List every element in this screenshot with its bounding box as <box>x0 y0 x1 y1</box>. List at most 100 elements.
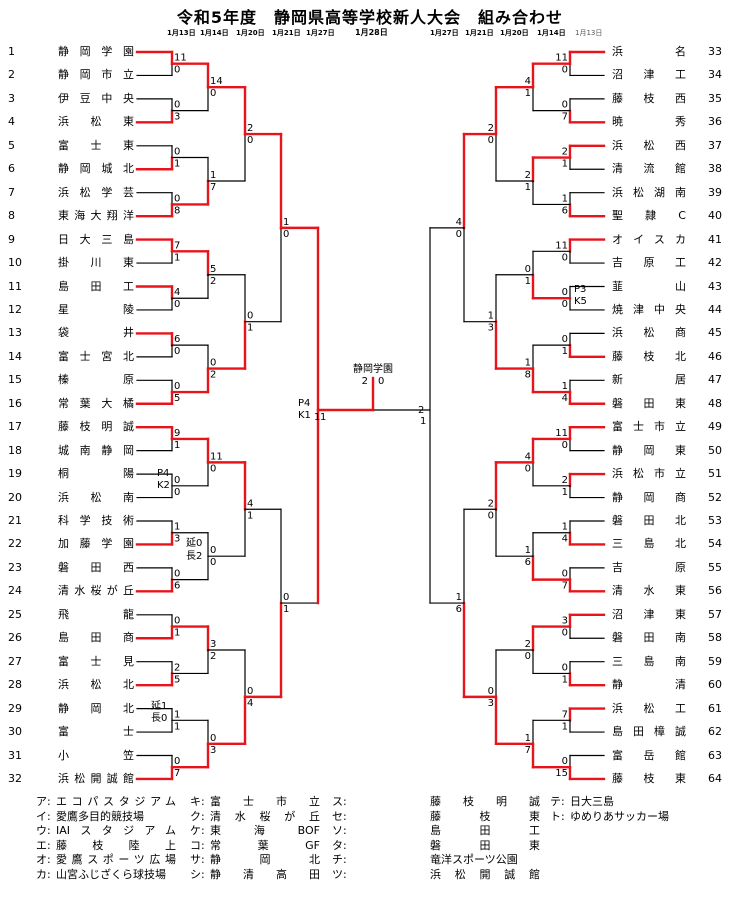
team-number: 2 <box>8 68 15 82</box>
right-score: 1 <box>525 733 531 744</box>
venue-code: サ: <box>190 853 205 867</box>
left-score: 0 <box>174 346 180 357</box>
team-name: 島田工 <box>58 279 134 293</box>
team-name: 浜松工 <box>612 701 686 715</box>
team-name: 吉原工 <box>612 256 686 270</box>
venue-name: 浜松開誠館 <box>430 868 540 881</box>
team-name: 城南静岡 <box>58 443 134 457</box>
team-name: 浜松東 <box>58 115 134 129</box>
pk-annotation: K2 <box>157 480 170 491</box>
team-number: 50 <box>708 443 722 457</box>
left-score: 1 <box>174 721 180 732</box>
venue-code: チ: <box>332 853 347 867</box>
team-number: 29 <box>8 701 22 715</box>
venue-name: 富士市立 <box>210 795 320 808</box>
team-number: 19 <box>8 467 22 481</box>
team-number: 36 <box>708 115 722 129</box>
team-name: 浜松湖南 <box>612 185 686 199</box>
page-title: 令和5年度 静岡県高等学校新人大会 組み合わせ <box>176 8 564 27</box>
right-score: 1 <box>456 592 462 603</box>
right-score: 0 <box>562 756 568 767</box>
team-name: 清水東 <box>612 584 686 598</box>
team-number: 33 <box>708 45 722 58</box>
team-name: 桐陽 <box>58 467 134 481</box>
team-name: 星陵 <box>58 302 134 316</box>
venue-code: ス: <box>332 795 347 808</box>
right-score: 0 <box>525 264 531 275</box>
date-left-r2: 1月14日 <box>200 29 229 37</box>
extra-time-annotation: 長0 <box>151 712 167 724</box>
team-name: 韮山 <box>612 279 686 293</box>
date-left-r4: 1月21日 <box>272 29 301 37</box>
left-score: 0 <box>174 65 180 76</box>
team-name: 沼津東 <box>612 607 686 621</box>
venue-name: 磐田東 <box>430 838 540 852</box>
team-number: 53 <box>708 514 722 527</box>
right-score: 7 <box>525 745 531 756</box>
team-name: 磐田南 <box>612 631 686 645</box>
right-score: 7 <box>562 112 568 123</box>
team-number: 48 <box>708 396 722 410</box>
left-score: 0 <box>174 756 180 767</box>
left-score: 0 <box>174 193 180 204</box>
team-number: 52 <box>708 490 722 504</box>
team-name: 藤枝明誠 <box>58 420 134 434</box>
team-name: 磐田西 <box>58 560 134 574</box>
right-score: 4 <box>525 451 531 462</box>
pk-annotation: K1 <box>298 410 311 421</box>
team-name: 浜松北 <box>58 678 134 692</box>
right-score: 0 <box>562 662 568 673</box>
venue-code: コ: <box>190 838 205 852</box>
venue-code: ソ: <box>332 824 347 838</box>
left-score: 0 <box>210 733 216 744</box>
left-score: 0 <box>247 311 253 322</box>
right-score: 2 <box>525 639 531 650</box>
team-number: 58 <box>708 631 722 645</box>
team-name: 静岡北 <box>58 701 134 715</box>
right-score: 7 <box>562 581 568 592</box>
left-score: 2 <box>210 276 216 287</box>
right-score: 1 <box>525 276 531 287</box>
team-name: 常葉大橘 <box>58 396 134 410</box>
team-name: 富士見 <box>58 654 134 668</box>
team-number: 4 <box>8 115 15 129</box>
right-score: 1 <box>525 545 531 556</box>
left-score: 0 <box>174 569 180 580</box>
venue-name: 山宮ふじざくら球技場 <box>56 868 166 881</box>
team-number: 32 <box>8 771 22 785</box>
left-score: 3 <box>174 112 180 123</box>
pk-annotation: P3 <box>574 284 586 295</box>
right-score: 3 <box>562 616 568 627</box>
team-name: 三島南 <box>612 654 686 668</box>
team-number: 30 <box>8 725 22 739</box>
team-name: 浜松学芸 <box>58 185 134 199</box>
right-score: 4 <box>562 393 568 404</box>
left-score: 0 <box>210 545 216 556</box>
venue-name: 静岡北 <box>210 853 320 867</box>
right-score: 0 <box>488 510 494 521</box>
left-score: 11 <box>210 451 223 462</box>
venue-name: 藤枝明誠 <box>430 795 540 808</box>
team-number: 10 <box>8 256 22 270</box>
left-score: 0 <box>210 463 216 474</box>
venue-name: 東海BOF <box>210 824 320 838</box>
right-score: 0 <box>562 569 568 580</box>
team-number: 3 <box>8 91 15 105</box>
right-score: 0 <box>562 65 568 76</box>
team-number: 28 <box>8 678 22 692</box>
team-number: 60 <box>708 678 722 692</box>
venue-name: ゆめりあサッカー場 <box>570 809 669 823</box>
venue-name: エコパスタジアム <box>56 795 176 808</box>
left-semifinal-score: 1 <box>314 412 320 423</box>
team-number: 42 <box>708 256 722 270</box>
extra-time-annotation: 延0 <box>186 537 202 549</box>
team-number: 13 <box>8 326 22 340</box>
team-name: 富士 <box>58 725 134 739</box>
venue-name: 常葉GF <box>210 838 320 852</box>
left-score: 9 <box>174 428 180 439</box>
team-name: 島田樟誠 <box>612 725 686 739</box>
venue-name: 竜洋スポーツ公園 <box>430 853 518 867</box>
left-score: 1 <box>283 217 289 228</box>
team-name: 掛川東 <box>58 256 134 270</box>
